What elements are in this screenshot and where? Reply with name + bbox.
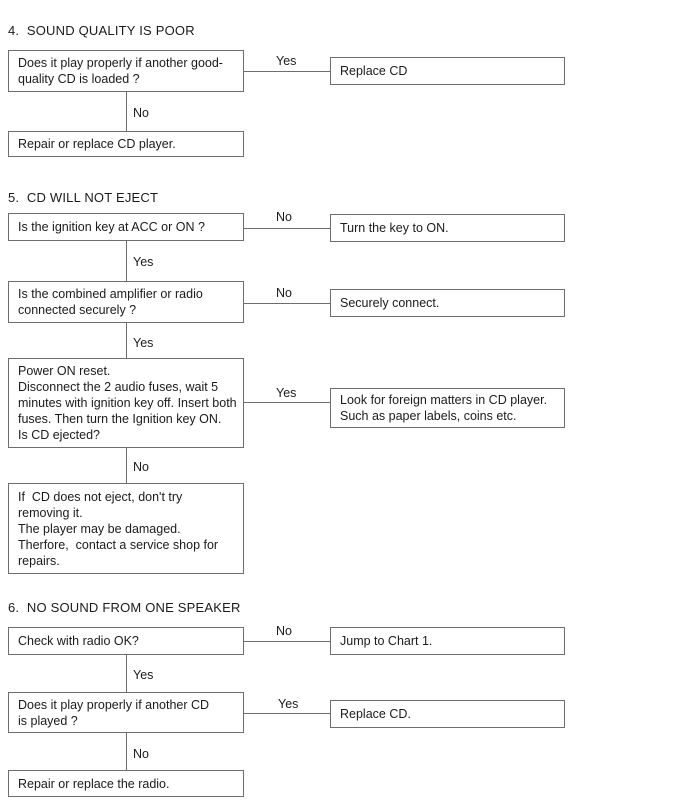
s4-down-connector — [126, 92, 127, 131]
s6-final-box: Repair or replace the radio. — [8, 770, 244, 797]
s5-no-label-3: No — [133, 460, 149, 474]
s5-branch1-connector — [244, 228, 330, 229]
section-6-title: 6. NO SOUND FROM ONE SPEAKER — [8, 600, 241, 615]
s6-result1-box: Jump to Chart 1. — [330, 627, 565, 655]
s6-branch1-connector — [244, 641, 330, 642]
s4-no-label: No — [133, 106, 149, 120]
s5-branch3-connector — [244, 402, 330, 403]
s6-yes-label-1: Yes — [133, 668, 154, 682]
s4-branch-connector — [244, 71, 330, 72]
section-4-title: 4. SOUND QUALITY IS POOR — [8, 23, 195, 38]
s5-question1-box: Is the ignition key at ACC or ON ? — [8, 213, 244, 241]
s4-final-box: Repair or replace CD player. — [8, 131, 244, 157]
s4-yes-label: Yes — [276, 54, 297, 68]
s5-no-label-1: No — [276, 210, 292, 224]
s4-result-box: Replace CD — [330, 57, 565, 85]
s6-branch2-connector — [244, 713, 330, 714]
s5-down3-connector — [126, 448, 127, 483]
s5-branch2-connector — [244, 303, 330, 304]
s5-question2-box: Is the combined amplifier or radio conne… — [8, 281, 244, 323]
s5-result3-box: Look for foreign matters in CD player. S… — [330, 388, 565, 428]
s5-down1-connector — [126, 241, 127, 281]
s6-no-label-2: No — [133, 747, 149, 761]
s6-yes-label-2: Yes — [278, 697, 299, 711]
s6-down1-connector — [126, 655, 127, 692]
s5-yes-label-3: Yes — [276, 386, 297, 400]
s6-result2-box: Replace CD. — [330, 700, 565, 728]
s5-question3-box: Power ON reset. Disconnect the 2 audio f… — [8, 358, 244, 448]
s5-final-box: If CD does not eject, don't try removing… — [8, 483, 244, 574]
s5-down2-connector — [126, 323, 127, 358]
s5-result2-box: Securely connect. — [330, 289, 565, 317]
s6-down2-connector — [126, 733, 127, 770]
s6-question1-box: Check with radio OK? — [8, 627, 244, 655]
s6-question2-box: Does it play properly if another CD is p… — [8, 692, 244, 733]
s6-no-label-1: No — [276, 624, 292, 638]
s4-question-box: Does it play properly if another good- q… — [8, 50, 244, 92]
s5-no-label-2: No — [276, 286, 292, 300]
section-5-title: 5. CD WILL NOT EJECT — [8, 190, 159, 205]
s5-yes-label-2: Yes — [133, 336, 154, 350]
s5-result1-box: Turn the key to ON. — [330, 214, 565, 242]
s5-yes-label-1: Yes — [133, 255, 154, 269]
